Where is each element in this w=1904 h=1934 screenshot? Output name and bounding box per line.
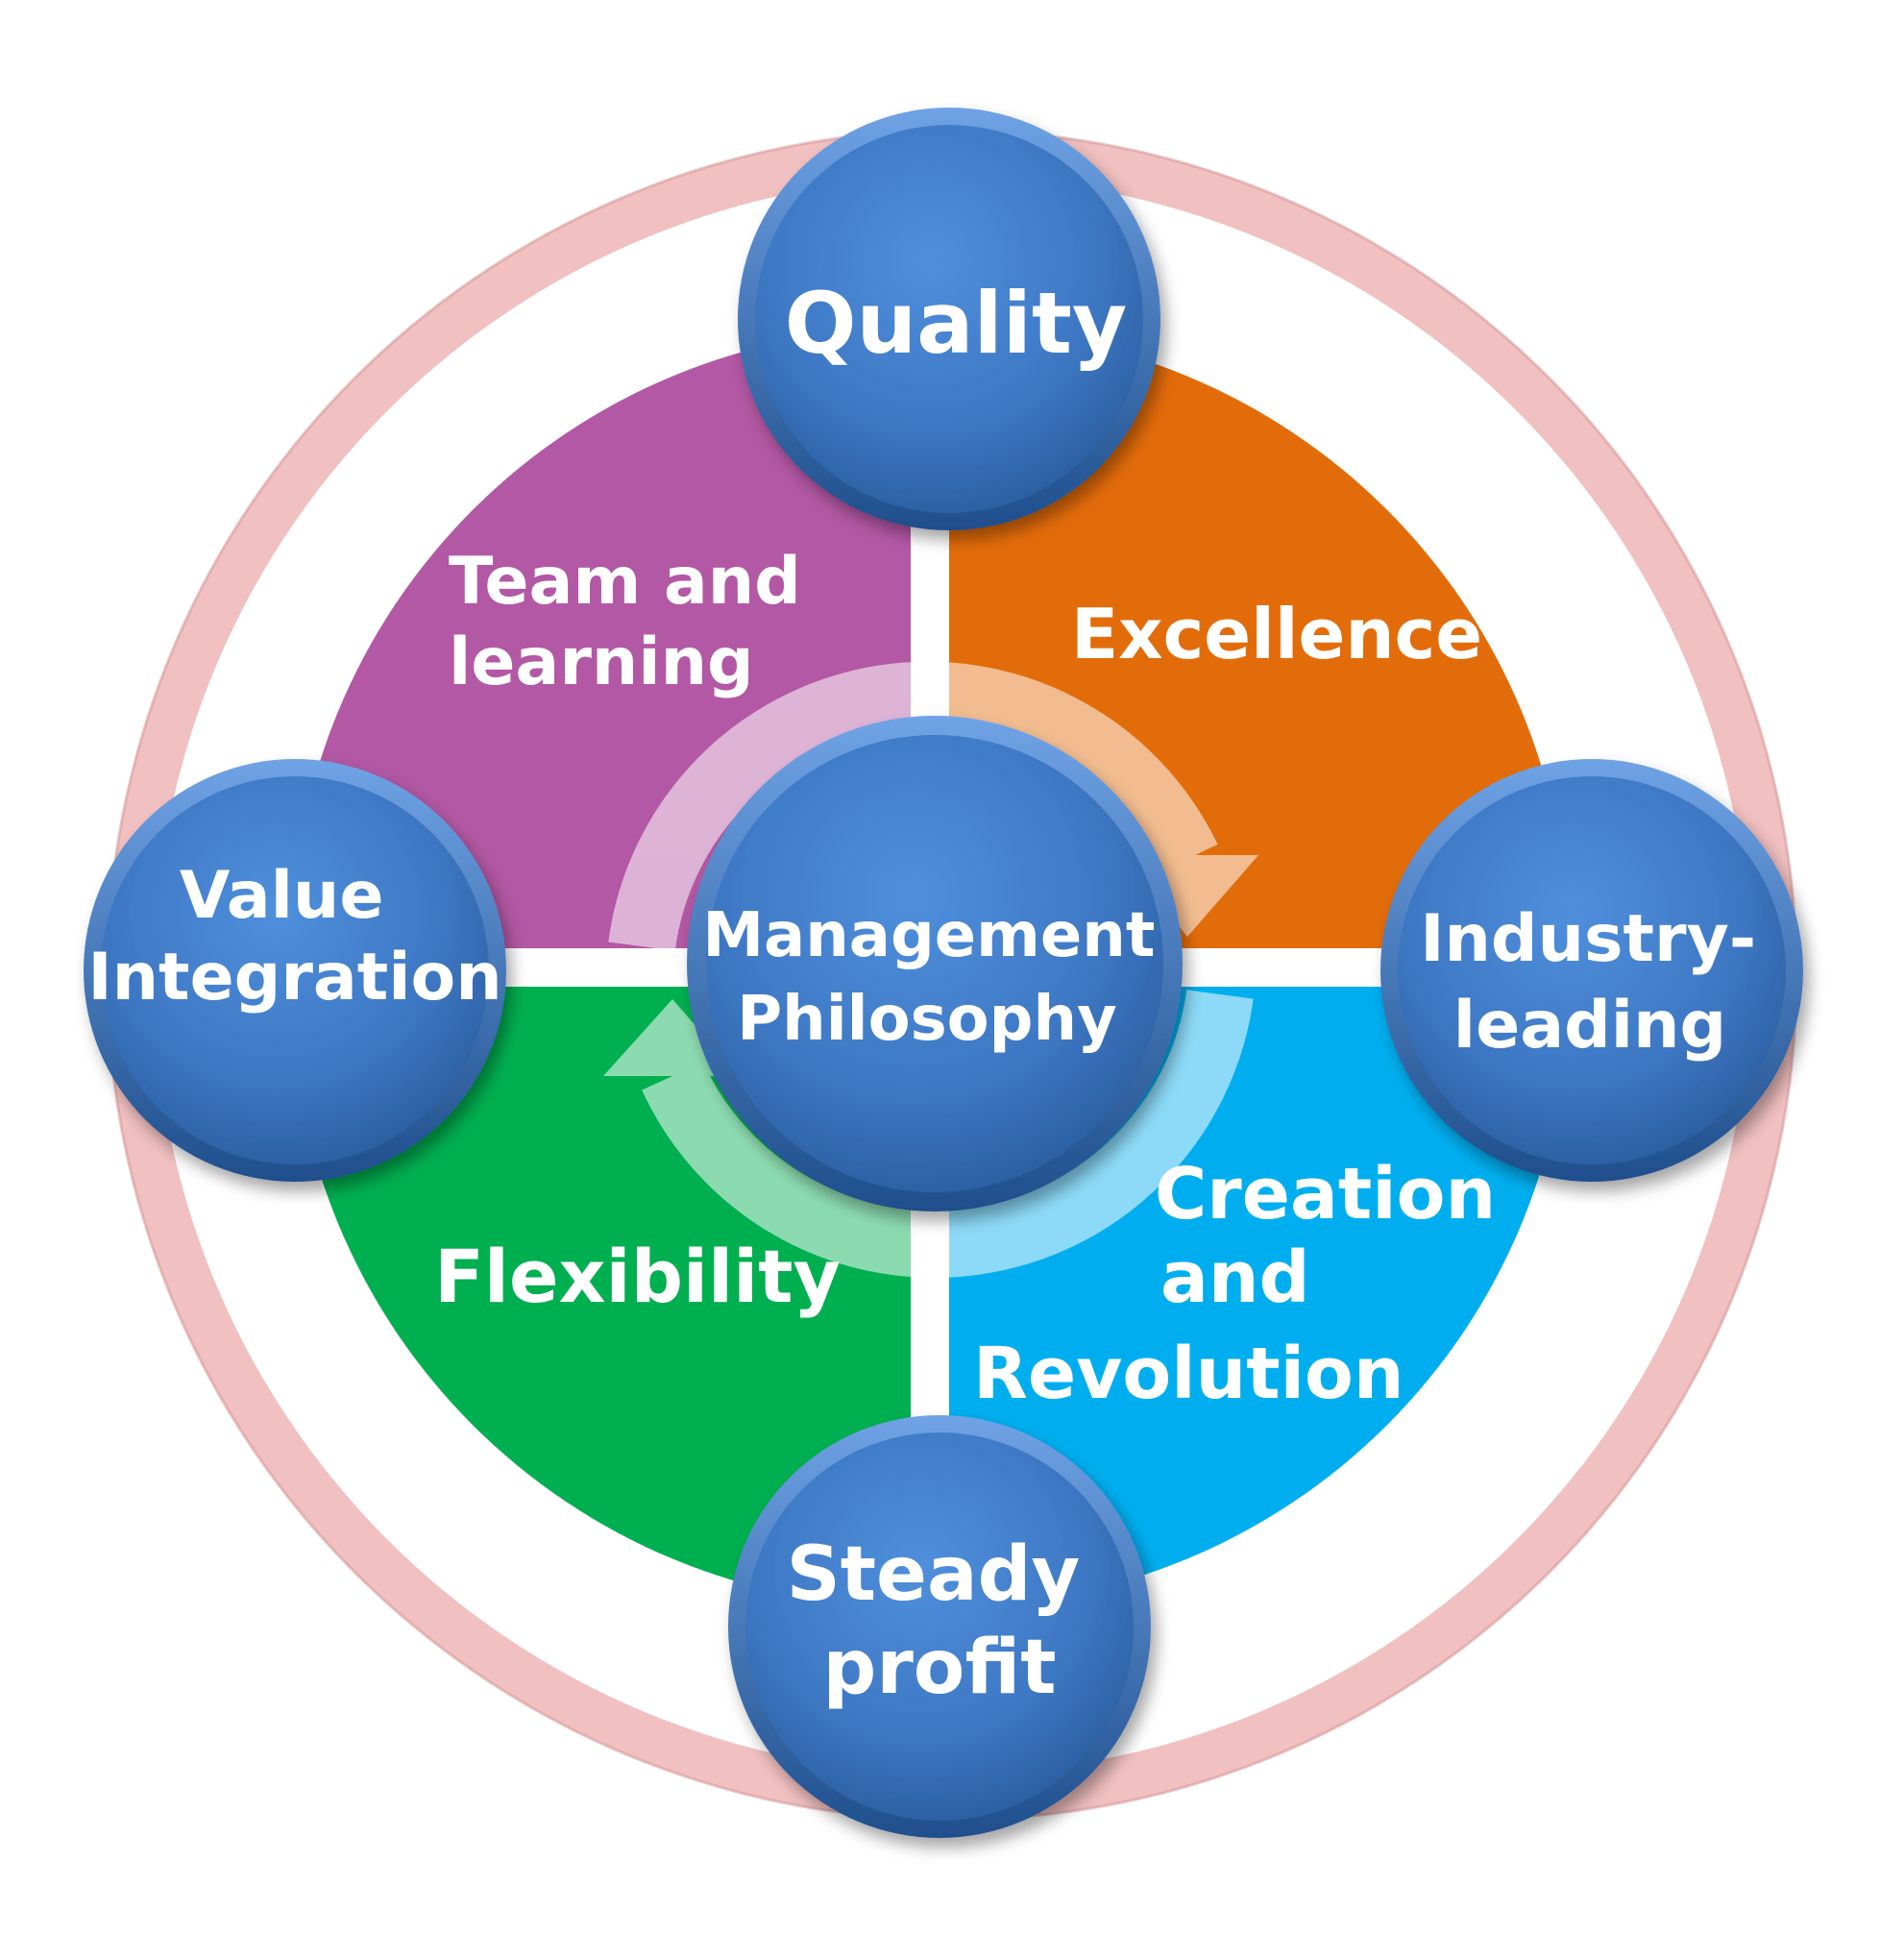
center-node (687, 716, 1183, 1212)
label-quality: Quality (785, 274, 1128, 373)
label-excellence: Excellence (1071, 594, 1482, 674)
label-value-integration: Value Integration (87, 858, 501, 1016)
node-industry-leading (1380, 759, 1803, 1182)
cycle-arc-top (608, 661, 1218, 951)
label-industry-leading: Industry- leading (1420, 901, 1779, 1064)
label-steady-profit: Steady profit (787, 1531, 1107, 1711)
label-creation-and-revolution: Creation and Revolution (973, 1153, 1521, 1415)
node-quality (738, 108, 1160, 530)
node-value-integration (84, 759, 506, 1182)
label-team-and-learning: Team and learning (449, 544, 824, 700)
cycle-arc-bottom (642, 990, 1254, 1278)
node-steady-profit (728, 1415, 1151, 1838)
label-management-philosophy: Management Philosophy (702, 900, 1176, 1055)
label-flexibility: Flexibility (434, 1234, 841, 1319)
